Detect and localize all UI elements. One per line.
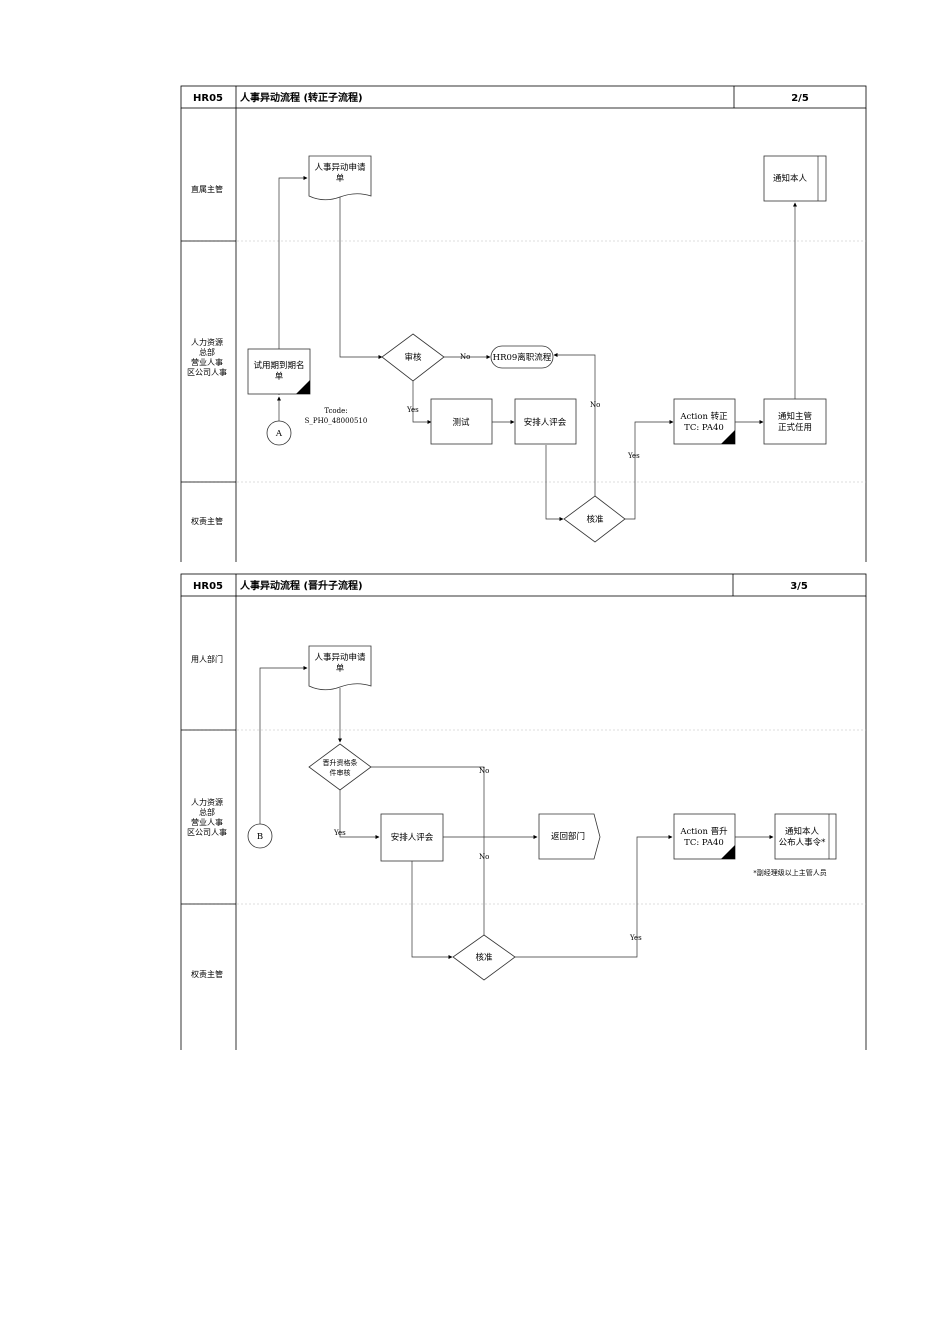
- process-node-test: [430, 398, 493, 445]
- edge-form-to-review: [339, 195, 383, 360]
- node-label: 测试: [452, 417, 470, 428]
- node-label: 通知主管: [778, 411, 812, 422]
- header-bar: [180, 573, 867, 597]
- node-label: 晋升资格条: [323, 758, 358, 767]
- lane-label-regional-hr: 区公司人事: [187, 827, 227, 837]
- edge-approve-yes: [625, 419, 674, 520]
- process-node-arrange-review: [380, 813, 444, 862]
- connector-node-b: [247, 823, 273, 849]
- node-label: Action 晋升: [679, 826, 728, 837]
- edge-label-no: No: [479, 767, 489, 775]
- edge-approve-yes: [515, 834, 673, 958]
- edge-arrange-to-approve: [411, 861, 453, 960]
- lane-label-sales-hr: 营业人事: [191, 817, 223, 827]
- edge-label-no: No: [479, 853, 489, 861]
- edge-approve-no: [553, 352, 596, 496]
- process-node-action-promote: [673, 813, 736, 860]
- lane-label-hq: 总部: [199, 347, 215, 357]
- edge-label-yes: Yes: [406, 406, 419, 414]
- node-label: 核准: [475, 952, 493, 963]
- node-label: 通知本人: [773, 173, 808, 184]
- node-label: A: [275, 429, 283, 439]
- node-label: B: [257, 832, 263, 842]
- diagram-promotion-subprocess: HR05 人事异动流程 (晋升子流程) 3/5 用人部门 人力资源 总部 营业人…: [180, 573, 867, 1050]
- process-title: 人事异动流程 (转正子流程): [240, 91, 363, 104]
- lane-label-regional-hr: 区公司人事: [187, 367, 227, 377]
- connector-node-a: [266, 420, 292, 446]
- edge-label-no: No: [590, 401, 600, 409]
- edge-arrange-to-approve: [545, 445, 564, 522]
- header-bar: [180, 85, 867, 109]
- process-node-arrange-review: [514, 398, 577, 445]
- lane-label-direct-manager: 直属主管: [191, 184, 223, 194]
- lane-label-hr: 人力资源: [191, 797, 223, 807]
- decision-node-review: [381, 333, 445, 382]
- node-label: 返回部门: [551, 831, 585, 842]
- node-label: TC: PA40: [684, 838, 724, 848]
- node-label: 核准: [586, 514, 604, 525]
- terminal-node-hr09: [490, 345, 554, 369]
- process-node-notify-announce: [774, 813, 837, 860]
- document-node-request-form: [308, 155, 372, 201]
- node-label: 人事异动申请: [314, 652, 366, 663]
- offpage-node-return-dept: [538, 813, 601, 860]
- process-code: HR05: [193, 93, 223, 104]
- process-title: 人事异动流程 (晋升子流程): [240, 579, 363, 592]
- node-label: 正式任用: [778, 422, 812, 433]
- page-number: 2/5: [791, 93, 809, 104]
- node-label: Action 转正: [679, 411, 728, 422]
- page-number: 3/5: [790, 581, 808, 592]
- node-label: 安排人评会: [524, 417, 567, 428]
- lane-label-hiring-dept: 用人部门: [191, 654, 223, 664]
- diagram-transfer-subprocess: HR05 人事异动流程 (转正子流程) 2/5 直属主管 人力资源 总部 营业人…: [180, 85, 867, 562]
- process-node-notify-manager: [763, 398, 827, 445]
- document-node-request-form: [308, 645, 372, 691]
- node-label: 试用期到期名: [253, 360, 304, 371]
- process-node-trial-list: [247, 348, 311, 395]
- edge-qual-yes: [339, 790, 380, 840]
- lane-label-hr: 人力资源: [191, 337, 223, 347]
- node-label: 人事异动申请: [314, 162, 366, 173]
- tcode-label: Tcode:: [324, 407, 347, 415]
- lane-label-authority: 权责主管: [191, 516, 223, 526]
- process-node-action-confirm: [673, 398, 736, 445]
- decision-node-approve: [452, 934, 516, 981]
- edge-label-no: No: [460, 353, 470, 361]
- tcode-value: S_PH0_48000510: [305, 417, 368, 425]
- node-label: 单: [275, 371, 284, 382]
- decision-node-approve: [563, 495, 626, 543]
- process-node-notify-self: [763, 155, 827, 202]
- lane-label-authority: 权责主管: [191, 969, 223, 979]
- node-label: 件审核: [330, 768, 351, 777]
- node-label: HR09离职流程: [493, 352, 552, 363]
- node-label: 通知本人: [785, 826, 820, 837]
- decision-node-qualification: [308, 743, 372, 791]
- edge-label-yes: Yes: [629, 934, 642, 942]
- node-label: 单: [336, 173, 345, 184]
- footnote: *副经理级以上主管人员: [753, 868, 827, 877]
- node-label: 单: [336, 663, 345, 674]
- edge-label-yes: Yes: [627, 452, 640, 460]
- edge-trial-to-form: [278, 175, 308, 395]
- lane-label-sales-hr: 营业人事: [191, 357, 223, 367]
- node-label: 安排人评会: [391, 832, 434, 843]
- process-code: HR05: [193, 581, 223, 592]
- node-label: 审核: [404, 352, 422, 363]
- node-label: 公布人事令*: [779, 837, 827, 848]
- edge-review-yes: [412, 381, 432, 425]
- edge-label-yes: Yes: [333, 829, 346, 837]
- edge-b-to-form: [259, 665, 308, 824]
- edge-qual-no: [371, 766, 485, 935]
- node-label: TC: PA40: [684, 423, 724, 433]
- lane-label-hq: 总部: [199, 807, 215, 817]
